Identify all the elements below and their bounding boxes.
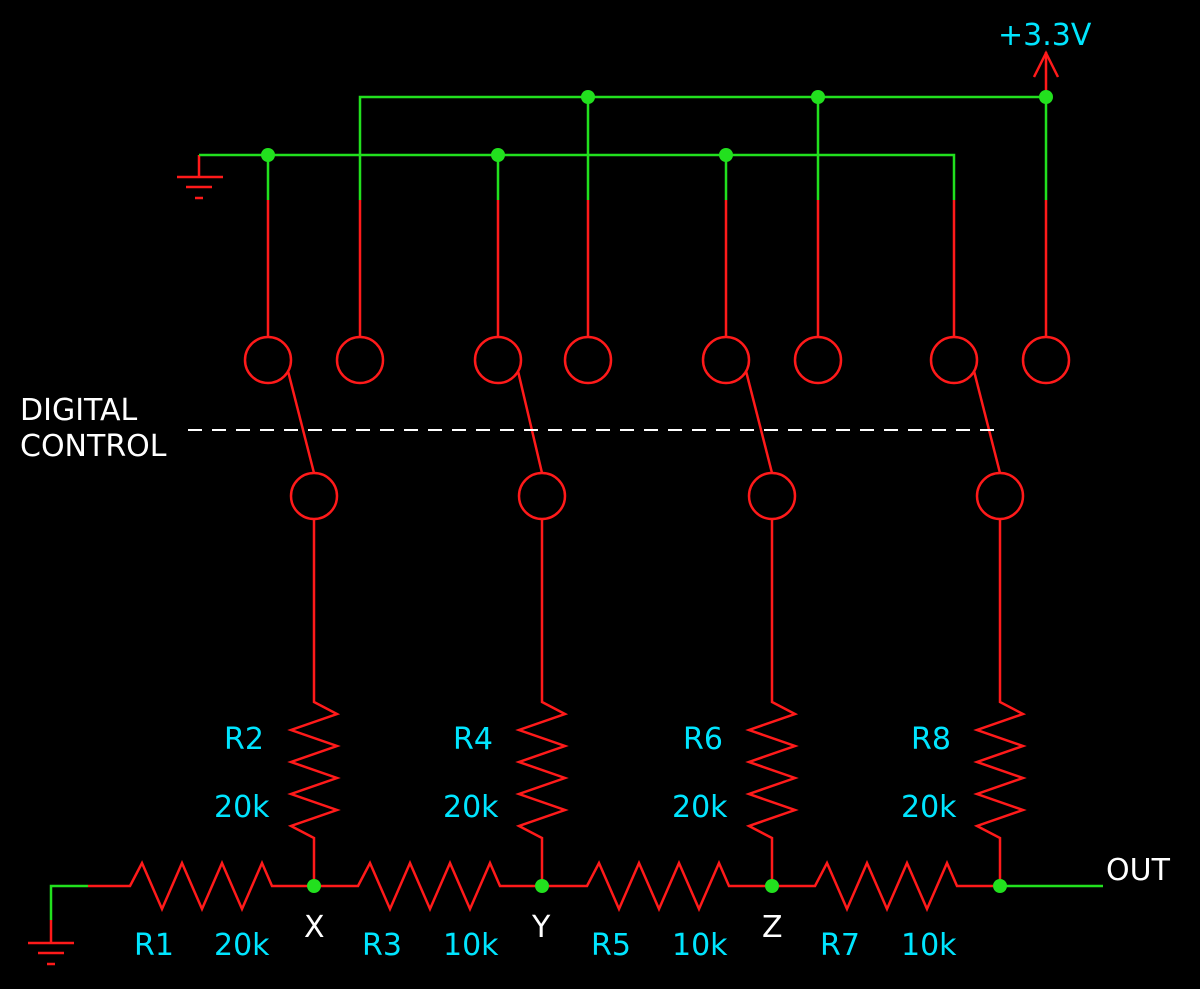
r5-value-label: 10k (672, 928, 728, 963)
r3-ref-label: R3 (362, 928, 402, 963)
shunt-resistor-r2 (287, 519, 341, 886)
output-label: OUT (1106, 853, 1171, 888)
shunt-resistor-r4 (515, 519, 569, 886)
ladder-end-wires (49, 884, 1103, 920)
r5-ref-label: R5 (591, 928, 631, 963)
supply-rail (358, 95, 1048, 200)
r4-ref-label: R4 (453, 722, 493, 757)
ground-icon-bottom (28, 920, 74, 966)
r6-value-label: 20k (672, 790, 728, 825)
series-resistor-r7 (772, 859, 1000, 913)
shunt-resistor-r6 (745, 519, 799, 886)
junction-dots (261, 90, 1053, 893)
switch-2 (473, 335, 613, 521)
r2-value-label: 20k (214, 790, 270, 825)
supply-label: +3.3V (998, 18, 1092, 53)
r3-value-label: 10k (443, 928, 499, 963)
switch-3 (701, 335, 843, 521)
r8-ref-label: R8 (911, 722, 951, 757)
r2-ref-label: R2 (224, 722, 264, 757)
control-label-line1: DIGITAL (20, 393, 138, 428)
r7-ref-label: R7 (820, 928, 860, 963)
node-z-label: Z (762, 910, 783, 945)
control-label-line2: CONTROL (20, 429, 167, 464)
ground-icon-top (177, 155, 223, 200)
node-x-label: X (304, 910, 325, 945)
r7-value-label: 10k (901, 928, 957, 963)
contact-stubs (266, 200, 1048, 337)
r1-value-label: 20k (214, 928, 270, 963)
series-resistor-r1 (88, 859, 314, 913)
r4-value-label: 20k (443, 790, 499, 825)
series-resistor-r3 (314, 859, 542, 913)
ground-rail (199, 153, 956, 200)
r8-value-label: 20k (901, 790, 957, 825)
switch-1 (243, 335, 385, 521)
r6-ref-label: R6 (683, 722, 723, 757)
shunt-resistor-r8 (973, 519, 1027, 886)
series-resistor-r5 (542, 859, 772, 913)
switch-4 (929, 335, 1071, 521)
r1-ref-label: R1 (134, 928, 174, 963)
node-y-label: Y (531, 910, 551, 945)
